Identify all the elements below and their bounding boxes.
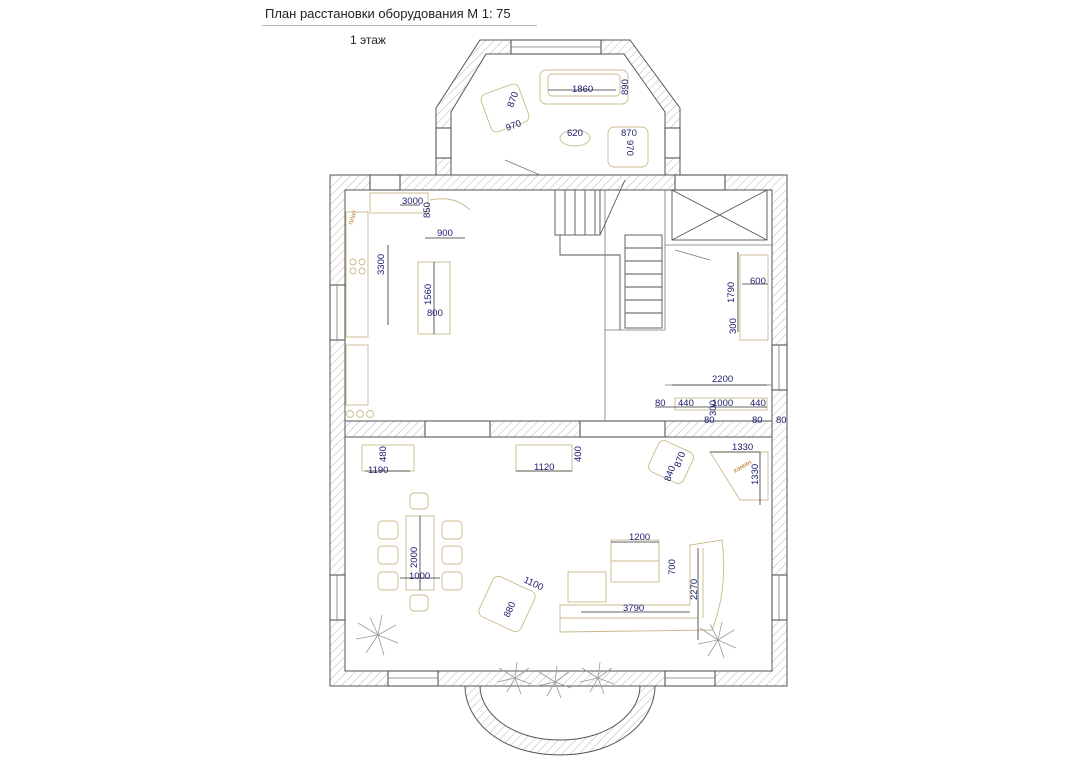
dim-bay-970-left: 970 [504,118,523,134]
dim-right-80-d: 80 [776,415,787,426]
plant-left [355,614,399,656]
dim-right-80-b: 80 [704,415,715,426]
dim-right-2200: 2200 [712,374,733,385]
living-furniture [361,440,769,633]
dim-armchair-880: 880 [502,600,519,619]
kitchen-furniture [345,192,471,418]
plant-right [697,621,737,659]
dim-coffee-700: 700 [667,559,678,575]
dim-kitchen-850: 850 [422,202,433,218]
dim-island-1560: 1560 [423,284,434,305]
dim-living-1330-top: 1330 [732,442,753,453]
dim-right-80-a: 80 [655,398,666,409]
windows [329,39,788,687]
dim-right-80-c: 80 [752,415,763,426]
dim-right-440-b: 440 [750,398,766,409]
dim-coffee-1200: 1200 [629,532,650,543]
dim-living-480: 480 [378,446,389,462]
dim-bay-970-right: 970 [624,140,635,156]
dim-kitchen-900: 900 [437,228,453,239]
dim-chair-870: 870 [672,450,688,469]
dim-right-300: 300 [728,318,739,334]
plan-title: План расстановки оборудования М 1: 75 [265,6,511,21]
stove-label: плит [347,208,359,225]
dim-living-1120: 1120 [534,462,554,473]
plant-bay-3 [579,661,615,695]
floor-label: 1 этаж [350,33,386,47]
title-underline [262,25,537,26]
staircase [554,179,768,330]
dim-kitchen-3300: 3300 [376,254,387,275]
exterior-walls [329,39,788,756]
dim-table-2000: 2000 [409,547,420,568]
dim-right-440-a: 440 [678,398,694,409]
plants [355,614,737,699]
plant-bay-1 [496,661,532,695]
dim-bay-870-left: 870 [505,90,521,109]
dim-table-1000: 1000 [409,571,430,582]
dim-living-400: 400 [573,446,584,462]
dim-armchair-1100: 1100 [522,575,545,594]
dim-kitchen-3000: 3000 [402,196,423,207]
dim-living-1190: 1190 [368,465,388,476]
dim-right-300-b: 300 [708,400,719,416]
plant-bay-2 [536,665,572,699]
right-room-furniture [674,249,769,411]
dim-sofa-2270: 2270 [689,579,700,600]
dim-right-1790: 1790 [726,282,737,303]
dim-bay-890: 890 [620,79,631,95]
dim-island-800: 800 [427,308,443,319]
dim-chair-840: 840 [662,464,678,483]
dimension-lines [365,89,768,640]
dim-bay-1860: 1860 [572,84,593,95]
bay-furniture [480,69,649,168]
interior-walls [344,159,773,438]
dim-right-600: 600 [750,276,766,287]
dim-bay-620: 620 [567,128,583,139]
dim-bay-870-right: 870 [621,128,637,139]
dim-sofa-3790: 3790 [623,603,644,614]
dim-right-1000: 1000 [712,398,733,409]
dim-living-1330-side: 1330 [750,464,761,485]
